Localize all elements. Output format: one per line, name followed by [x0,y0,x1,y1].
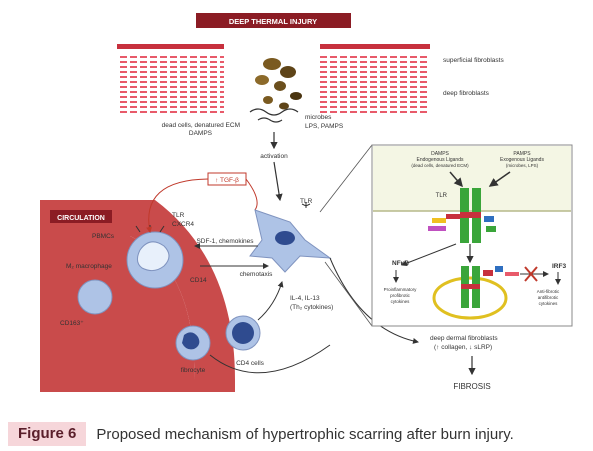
cytokines2-label: cytokines [539,301,559,306]
tlr-panel-label: TLR [436,193,448,199]
il-arrow [257,281,284,321]
tgf-arrow-2 [245,178,258,211]
pamps-detail: (microbes, LPS) [506,163,539,168]
fibroblast-to-deep-arrow [329,257,419,344]
activated-fibroblast [249,202,332,273]
circulation-to-fibroblast-arrow [209,344,331,374]
circulation-label: CIRCULATION [57,215,105,222]
figure-tag: Figure 6 [8,422,87,446]
dead-cells-label: dead cells, denatured ECM [162,122,240,129]
pbmc-cell [126,225,184,289]
lps-label: LPS, PAMPS [305,123,344,130]
damps-sub: Endogenous Ligands [417,157,464,163]
cd163-label: CD163⁺ [60,320,84,327]
title-banner [196,13,351,28]
pbmcs-label: PBMCs [92,233,115,240]
sdf1-label: SDF-1, chemokines [196,238,254,245]
nfkb-label: NFκB [392,260,409,267]
nucleus [432,266,519,320]
cd4-label: CD4 cells [236,360,265,367]
damps-title: DAMPS [431,151,449,157]
pamps-arrow [488,171,511,187]
cxcr4-label: CXCR4 [172,221,194,228]
superficial-label: superficial fibroblasts [443,57,504,64]
deep-dermal-label: deep dermal fibroblasts [430,335,498,342]
tgf-arrow-1 [146,178,209,233]
pamps-title: PAMPS [513,151,531,157]
callout-line-bottom [324,261,373,327]
skin-left [117,44,224,116]
caption-text: Proposed mechanism of hypertrophic scarr… [96,425,514,443]
title-text: DEEP THERMAL INJURY [229,17,317,26]
microbes-label: microbes [305,114,332,121]
circulation-band [40,200,235,392]
tlr-to-nfkb-arrow [401,243,457,266]
antifibrotic-label: antifibrotic [538,295,559,300]
cytokines-label: cytokines [391,299,411,304]
m2-macrophage-label: M₂ macrophage [66,263,112,270]
antiinflammatory-label: Anti-fibrotic [537,289,560,294]
tlr-fibroblast-label: TLR [300,198,313,205]
th2-label: (Th₂ cytokines) [290,304,333,311]
debris-cluster [249,58,302,123]
profibrotic-label: profibrotic [390,293,411,298]
figure-caption: Figure 6 Proposed mechanism of hypertrop… [8,422,585,446]
chemotaxis-label: chemotaxis [240,271,274,278]
tlr-pbmc-label: TLR [172,212,185,219]
tlr-receptor [428,188,496,243]
damps-detail: (dead cells, denatured ECM) [411,163,469,168]
activation-arrow-2 [273,161,283,202]
cd14-label: CD14 [190,277,207,284]
block-x-icon [524,266,538,282]
deep-label: deep fibroblasts [443,90,490,97]
activation-label: activation [260,153,288,160]
cd4-cell [225,315,261,351]
fibrocyte-label: fibrocyte [181,367,206,374]
proinflammatory-label: Proinflammatory [384,287,418,292]
tgf-label: ↑ TGF-β [215,177,239,184]
callout-line-top [319,144,373,213]
fibrocyte-cell [175,325,211,361]
markers-label: (↑ collagen, ↓ sLRP) [434,344,492,351]
circulation-label-box [50,210,112,223]
skin-right [320,44,430,116]
il-label: IL-4, IL-13 [290,295,320,302]
fibrosis-label: FIBROSIS [453,382,490,391]
damps-arrow [449,171,463,188]
irf3-label: IRF3 [552,263,566,270]
m2-macrophage-cell [77,279,113,315]
pamps-sub: Exogenous Ligands [500,157,544,163]
damps-label: DAMPS [189,130,213,137]
